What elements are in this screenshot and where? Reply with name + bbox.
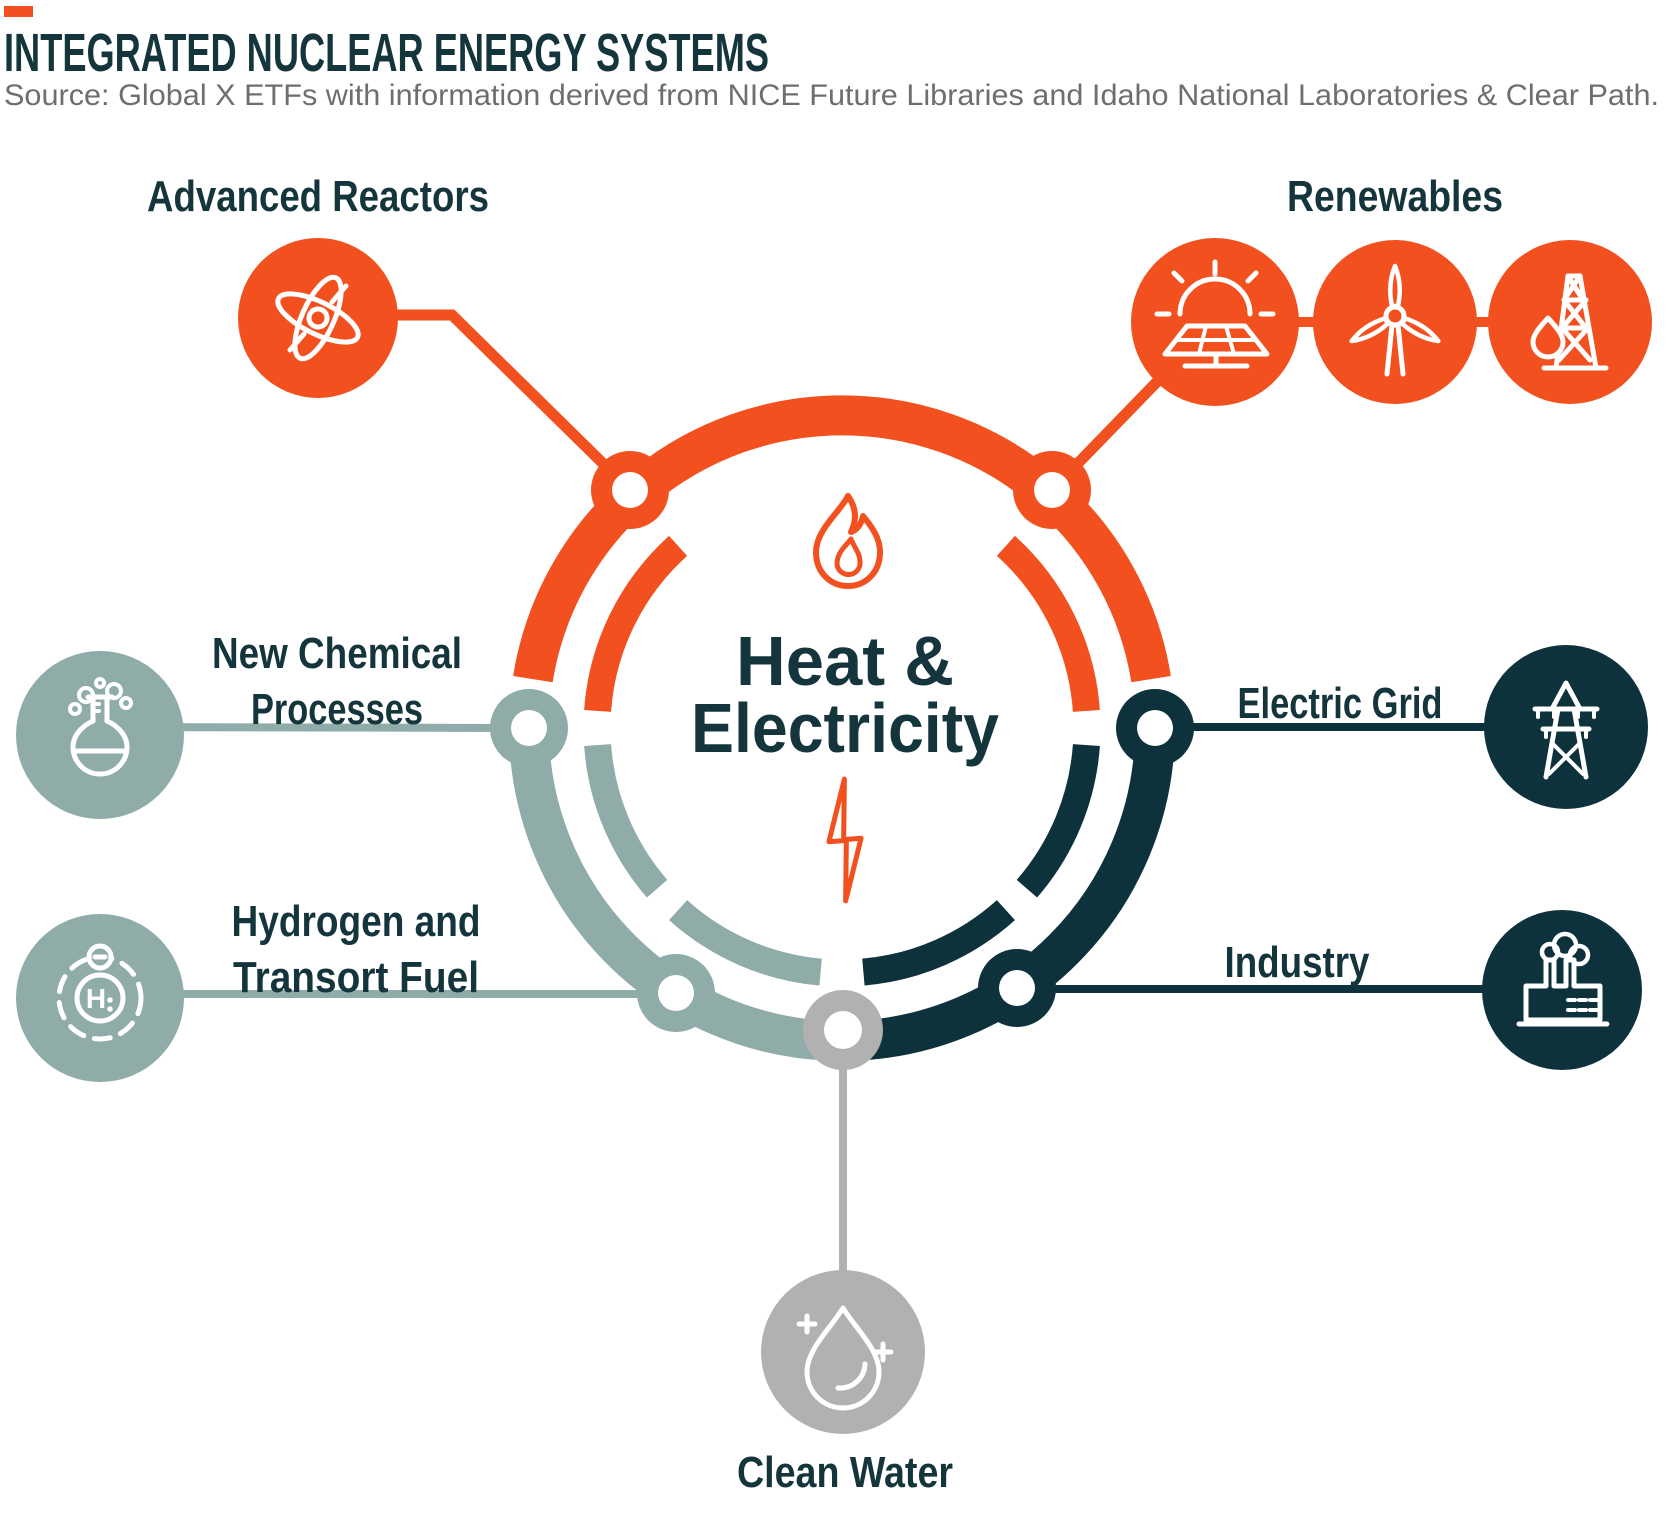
hydrogen-disc	[16, 914, 184, 1082]
atom-icon	[275, 274, 361, 362]
inner-ring-navy-b	[1016, 743, 1100, 898]
inner-ring	[584, 535, 1100, 986]
header-accent-bar	[4, 6, 33, 17]
label-renewables: Renewables	[1287, 172, 1503, 221]
outer-ring-heat-segment	[513, 395, 1171, 683]
inner-ring-orange-left	[584, 535, 688, 713]
node-renewables-hole	[1034, 472, 1070, 508]
clean-water-disc	[761, 1270, 925, 1434]
inner-ring-sage-b	[669, 899, 822, 986]
page-title: INTEGRATED NUCLEAR ENERGY SYSTEMS	[4, 23, 769, 83]
label-electric-grid: Electric Grid	[1238, 679, 1443, 728]
outer-ring	[509, 395, 1175, 1061]
geothermal-rig-icon	[1530, 273, 1609, 371]
transmission-tower-icon	[1532, 680, 1600, 780]
node-new-chemical-hole	[511, 710, 547, 746]
flame-icon	[813, 493, 883, 589]
node-hydrogen-hole	[658, 975, 694, 1011]
label-new-chemical-line2: Processes	[251, 685, 423, 734]
center-title-line1: Heat &	[736, 622, 954, 700]
label-hydrogen-line2: Transort Fuel	[233, 953, 479, 1002]
outer-ring-chemical-segment	[509, 727, 832, 1061]
factory-icon	[1516, 931, 1610, 1027]
node-clean-water-hole	[824, 1011, 862, 1049]
label-advanced-reactors: Advanced Reactors	[147, 172, 489, 221]
advanced-reactors-disc	[238, 238, 398, 398]
ring-nodes	[490, 451, 1194, 1070]
outer-ring-grid-segment	[852, 738, 1175, 1061]
node-advanced-reactors-hole	[612, 472, 648, 508]
connectors	[99, 309, 1570, 1352]
new-chemical-disc	[16, 651, 184, 819]
solar-panel-icon	[1154, 259, 1276, 369]
label-new-chemical-line1: New Chemical	[212, 629, 462, 678]
node-electric-grid-hole	[1137, 710, 1173, 746]
wind-turbine-icon	[1349, 263, 1441, 377]
inner-ring-sage-a	[584, 743, 668, 898]
flask-icon	[68, 677, 133, 777]
label-industry: Industry	[1225, 938, 1370, 987]
inner-ring-orange-right	[996, 535, 1100, 713]
lightning-bolt-icon	[826, 776, 864, 904]
renewables-wind-disc	[1313, 240, 1477, 404]
water-drop-icon	[796, 1305, 894, 1411]
inner-ring-navy-a	[862, 899, 1015, 986]
source-note: Source: Global X ETFs with information d…	[4, 79, 1659, 112]
hydrogen-atom-icon: H	[56, 943, 144, 1042]
node-industry-hole	[999, 970, 1035, 1006]
label-clean-water: Clean Water	[737, 1448, 953, 1497]
renewables-solar-disc	[1131, 238, 1299, 406]
hydrogen-symbol-text: H	[86, 983, 106, 1014]
label-hydrogen-line1: Hydrogen and	[232, 897, 481, 946]
center-title-line2: Electricity	[691, 689, 999, 767]
